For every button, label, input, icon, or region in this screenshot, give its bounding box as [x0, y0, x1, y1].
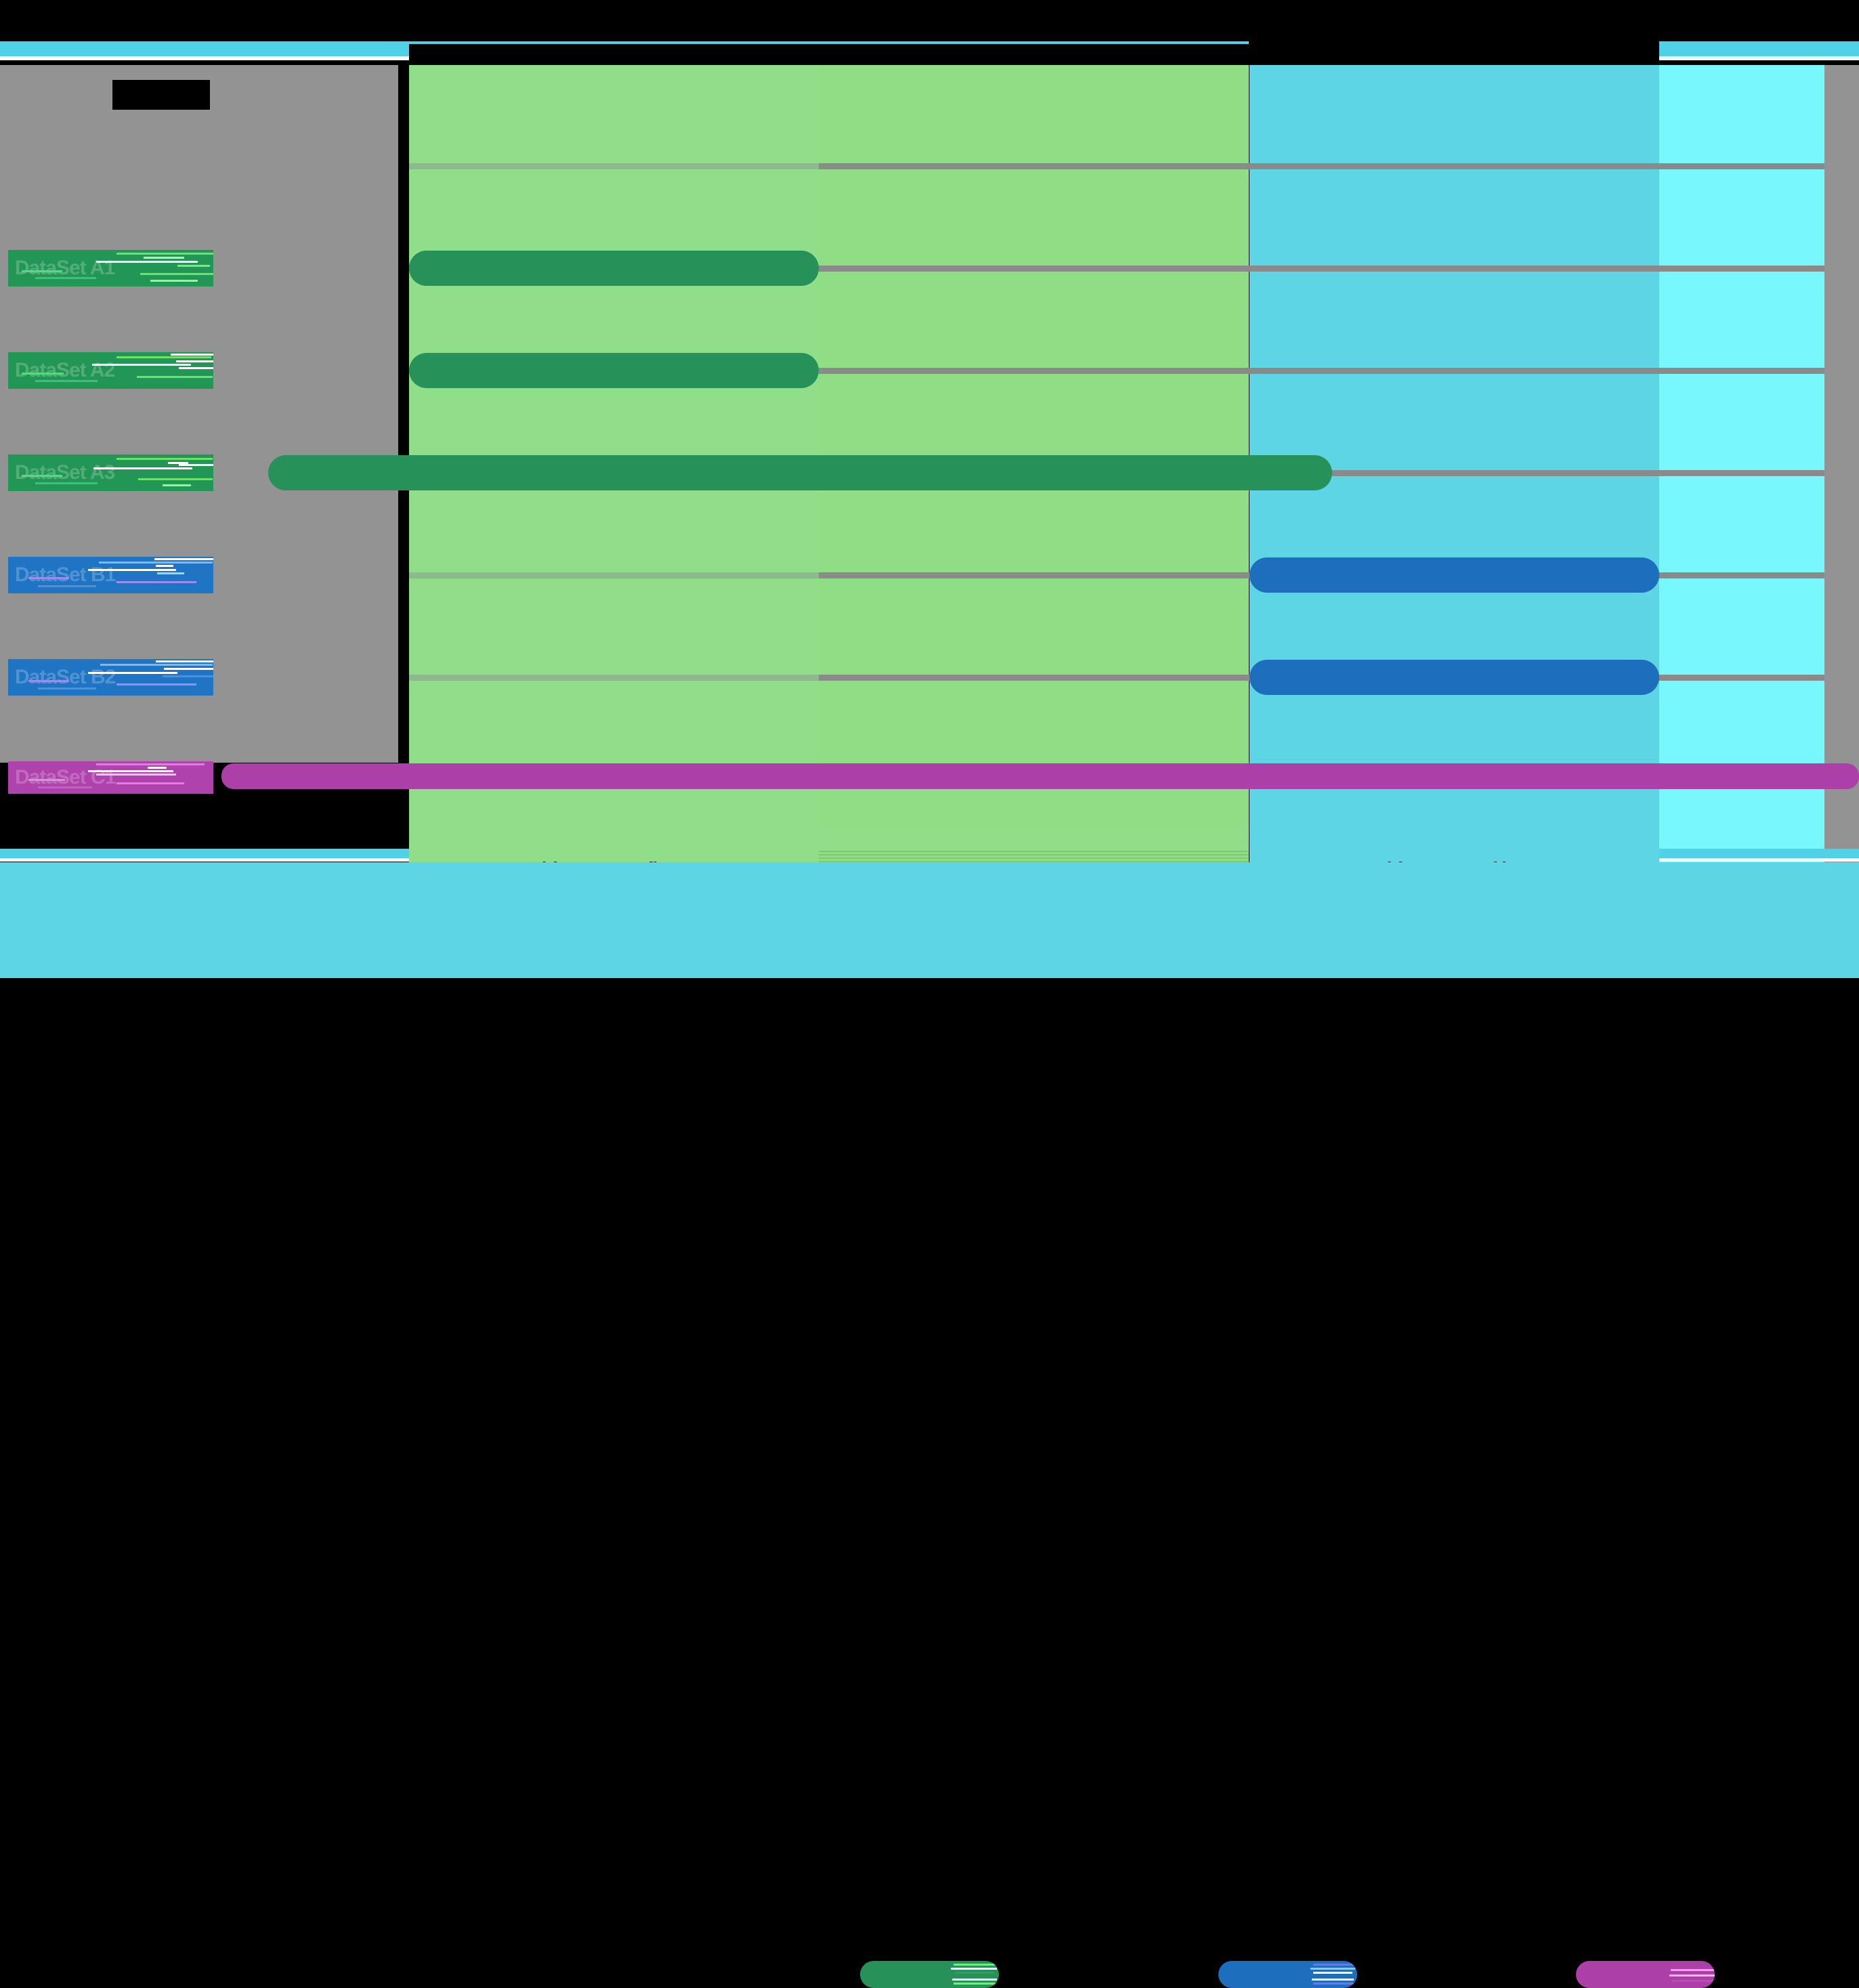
session-band2-bottom-round [1249, 828, 1659, 862]
ylabel-dataset-b1-text: DataSet B1 [15, 564, 116, 586]
ylabel-dataset-b2-text: DataSet B2 [15, 666, 116, 688]
redaction-glitch [8, 250, 213, 287]
task-bar-dataset-a3[interactable] [268, 455, 1332, 490]
top-cyan-strip-3 [1659, 41, 1859, 56]
ylabel-dataset-a3-text: DataSet A3 [15, 461, 115, 484]
ylabel-dataset-c1[interactable]: DataSet C1 [8, 761, 213, 794]
lower-white-strip-left [0, 858, 409, 862]
gridline-row-1-right [819, 266, 1824, 272]
ylabel-dataset-a1[interactable]: DataSet A1 [8, 250, 213, 287]
label-gutter-lower [0, 65, 214, 763]
gridline-row-2-right [819, 368, 1824, 374]
ylabel-dataset-a2-text: DataSet A2 [15, 359, 115, 381]
task-bar-dataset-a1-fix[interactable] [409, 251, 819, 286]
ylabel-dataset-a3[interactable]: DataSet A3 [8, 454, 213, 491]
legend-swatch-group-c[interactable] [1576, 1961, 1715, 1988]
lower-cyan-strip-left [0, 849, 409, 858]
task-bar-dataset-b2[interactable] [1249, 660, 1659, 695]
ylabel-dataset-a1-text: DataSet A1 [15, 257, 115, 279]
gridline-row-5-left [409, 675, 819, 681]
legend [0, 978, 1859, 1988]
redaction-glitch [8, 352, 213, 389]
task-bar-dataset-c1[interactable] [221, 763, 1859, 789]
gantt-chart-figure: DataSet A1 DataSet A2 [0, 41, 1859, 1988]
ylabel-dataset-b2[interactable]: DataSet B2 [8, 659, 213, 696]
top-cyan-strip-2 [409, 41, 1249, 44]
lower-cyan-panel [0, 862, 1859, 979]
session1-band-texture [819, 849, 1249, 862]
top-white-strip [0, 56, 409, 60]
session-band-2-alt [1659, 65, 1824, 868]
gridline-row-4-left [409, 572, 819, 578]
lower-white-strip-right [1659, 858, 1859, 862]
top-cyan-strip-1 [0, 41, 409, 56]
lower-cyan-strip-right [1659, 849, 1859, 858]
plot-area: DataSet A1 DataSet A2 [0, 65, 1859, 895]
gridline-row-0-left [409, 163, 819, 169]
task-bar-dataset-b1[interactable] [1249, 557, 1659, 593]
chart-title-redacted-2 [122, 81, 210, 108]
ylabel-dataset-c1-text: DataSet C1 [15, 766, 116, 788]
legend-swatch-group-b[interactable] [1218, 1961, 1357, 1988]
gridline-row-0-right [819, 163, 1824, 169]
ylabel-dataset-b1[interactable]: DataSet B1 [8, 557, 213, 593]
redaction-glitch [8, 454, 213, 491]
redaction-glitch [8, 659, 213, 696]
legend-swatch-group-a[interactable] [860, 1961, 999, 1988]
top-white-strip-right [1659, 56, 1859, 60]
right-gutter [1824, 65, 1859, 872]
redaction-glitch [8, 557, 213, 593]
ylabel-dataset-a2[interactable]: DataSet A2 [8, 352, 213, 389]
task-bar-dataset-a2[interactable] [409, 353, 819, 388]
redaction-glitch [8, 761, 213, 794]
